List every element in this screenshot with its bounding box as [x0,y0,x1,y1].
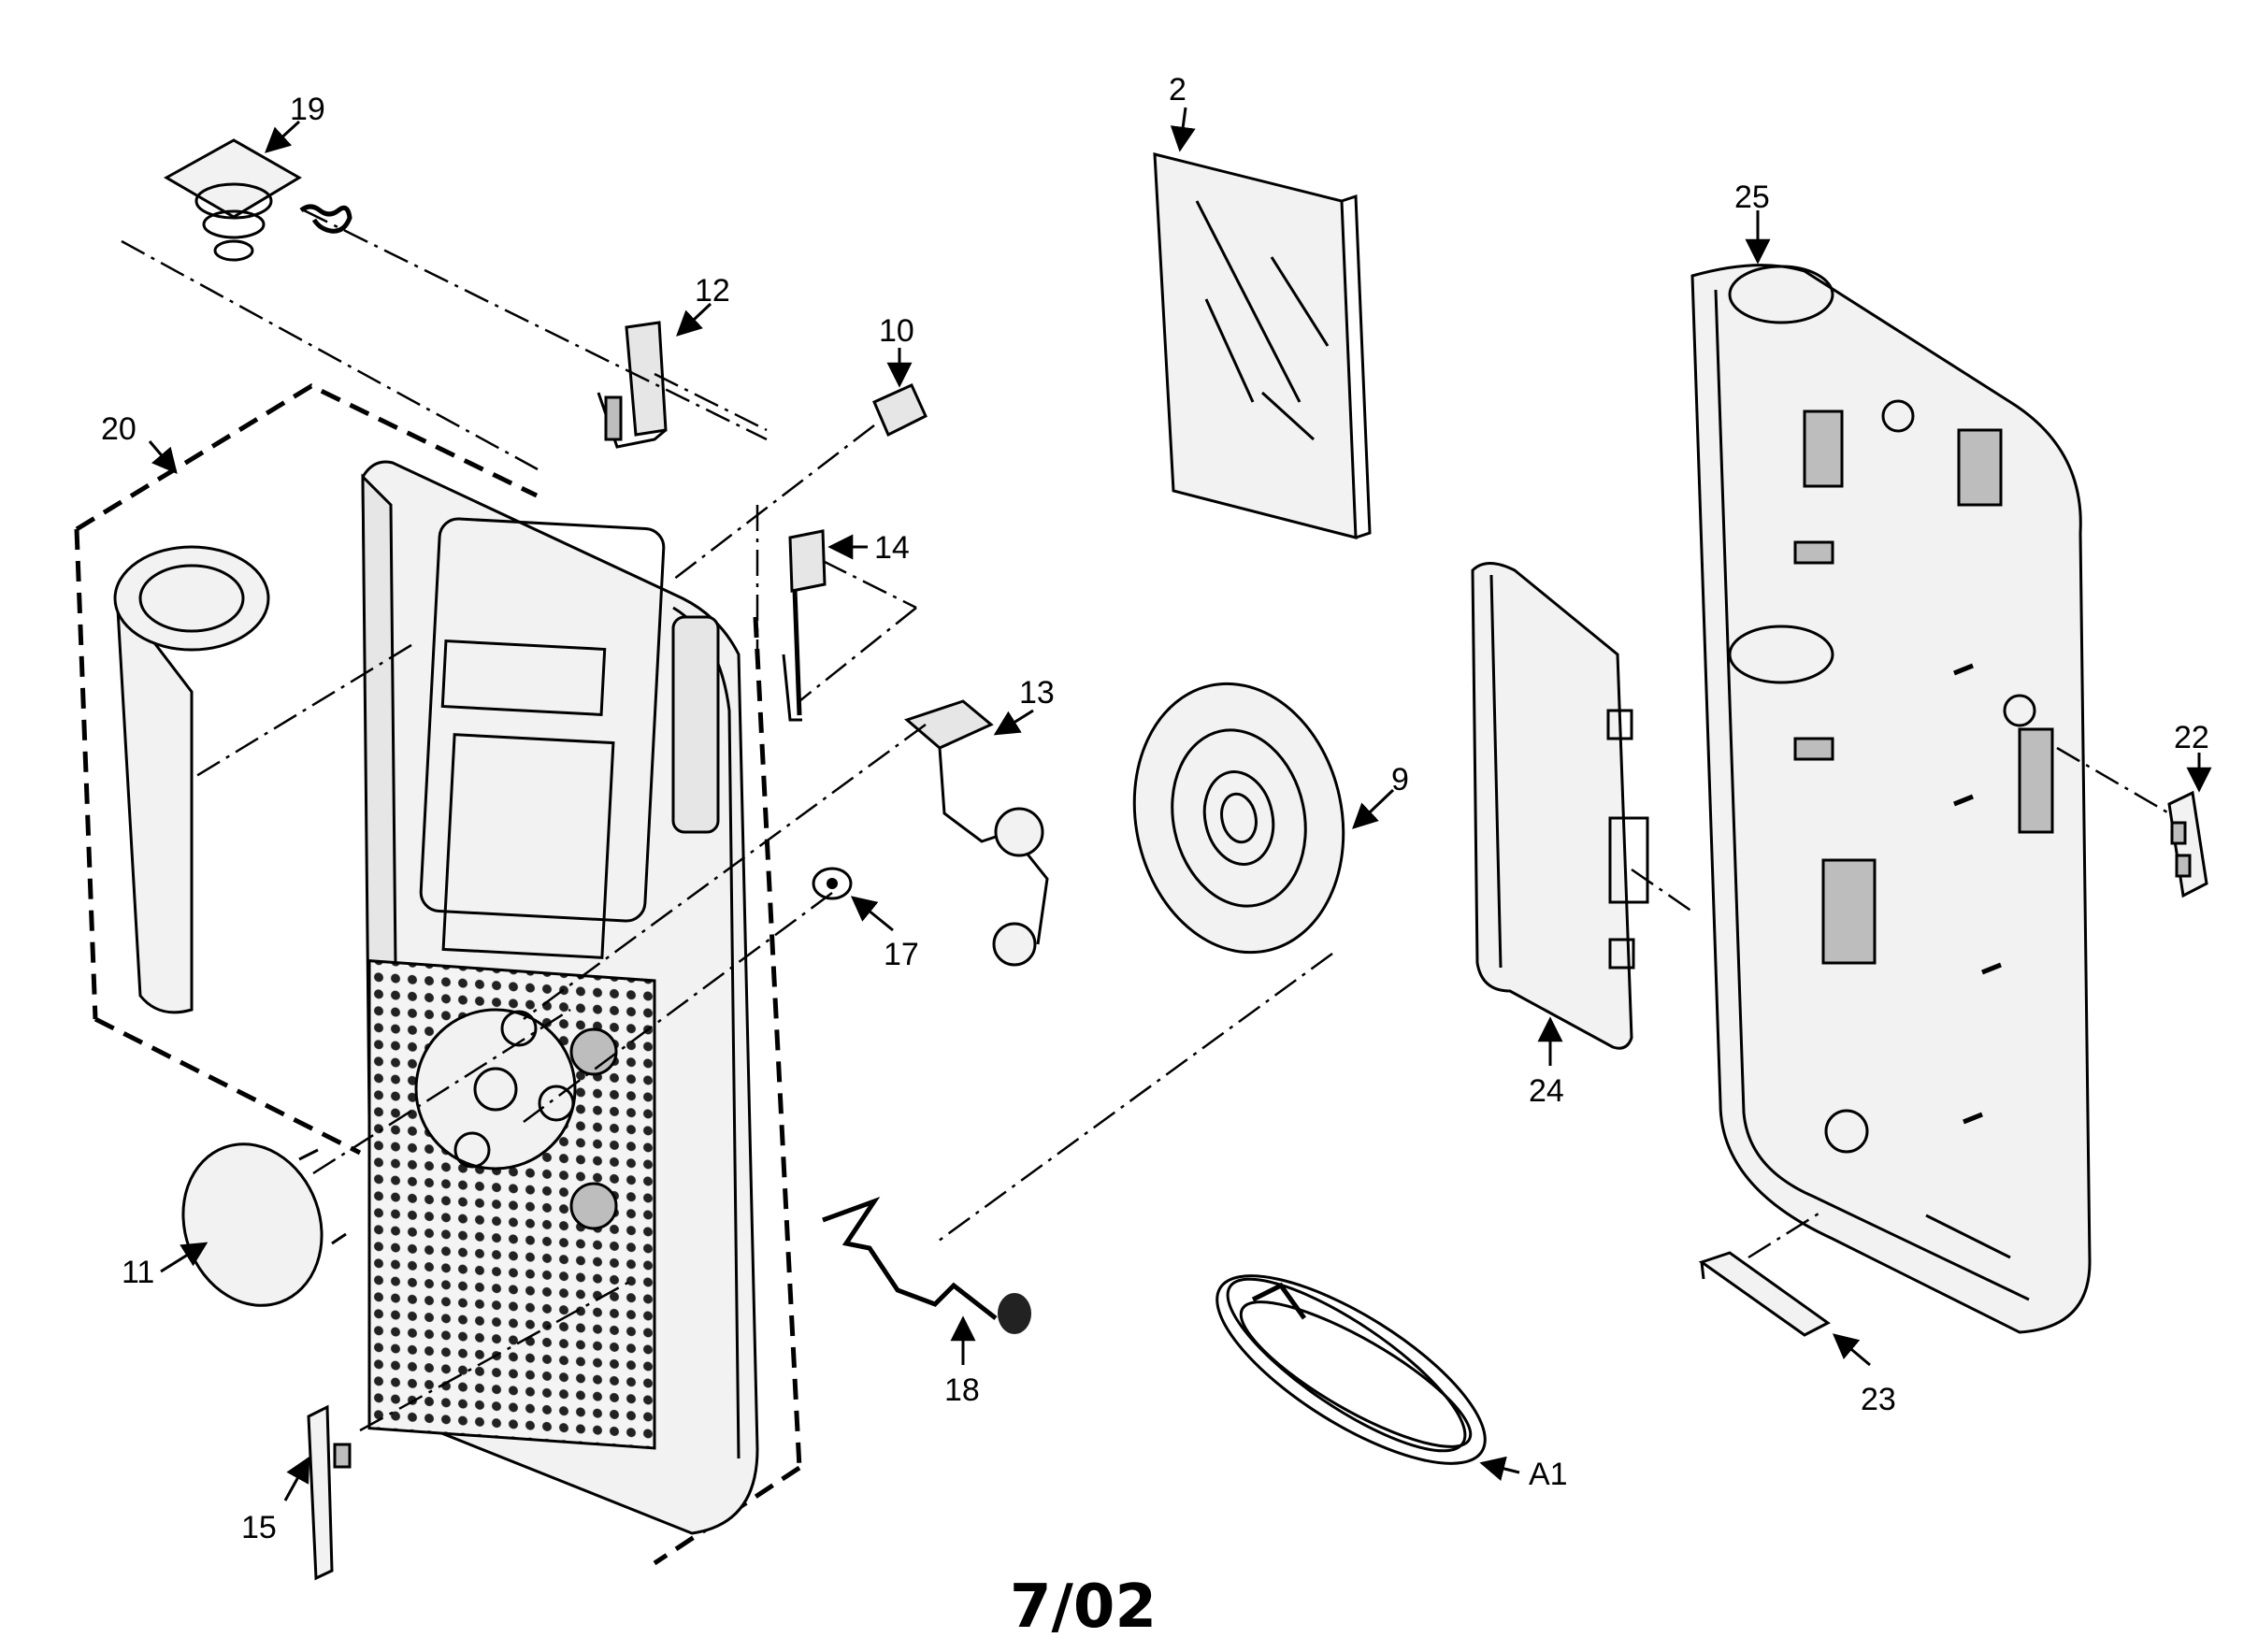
callout-labels: 19 12 10 20 14 13 17 11 15 18 2 9 24 25 … [101,72,2209,1545]
part-9 [1132,682,1345,955]
part-10 [872,383,928,438]
part-13 [904,699,1049,967]
callout-A1: A1 [1529,1457,1568,1492]
callout-14: 14 [874,530,910,566]
front-housing [361,460,759,1535]
callout-19: 19 [290,92,325,127]
part-12 [597,321,668,449]
assembly-lines [121,208,2170,1432]
part-23 [1698,1251,1831,1337]
leader-arrows [148,107,2212,1501]
part-14 [782,529,827,722]
callout-10: 10 [879,313,914,349]
part-18 [822,1197,1031,1334]
part-20-cylinder [113,545,270,1014]
callout-13: 13 [1019,675,1055,711]
part-2 [1153,152,1372,539]
callout-23: 23 [1861,1382,1896,1417]
callout-2: 2 [1169,72,1187,108]
part-24 [1471,562,1649,1050]
callout-12: 12 [695,273,730,309]
part-15 [307,1404,352,1581]
callout-22: 22 [2174,720,2209,755]
callout-11: 11 [122,1255,154,1290]
callout-20: 20 [101,411,137,447]
part-11 [181,1142,347,1307]
part-25 [1690,264,2092,1334]
part-17 [812,867,853,900]
part-20-boundary [74,383,802,1566]
callout-15: 15 [241,1510,277,1545]
callout-9: 9 [1391,762,1409,797]
callout-17: 17 [884,937,919,972]
part-19 [163,138,352,262]
callout-24: 24 [1529,1073,1564,1109]
callout-18: 18 [944,1372,980,1408]
footer-date-code: 7/02 [1010,1573,1157,1642]
callout-25: 25 [1734,180,1770,215]
part-22 [2167,790,2208,898]
part-A1 [1215,1274,1487,1465]
